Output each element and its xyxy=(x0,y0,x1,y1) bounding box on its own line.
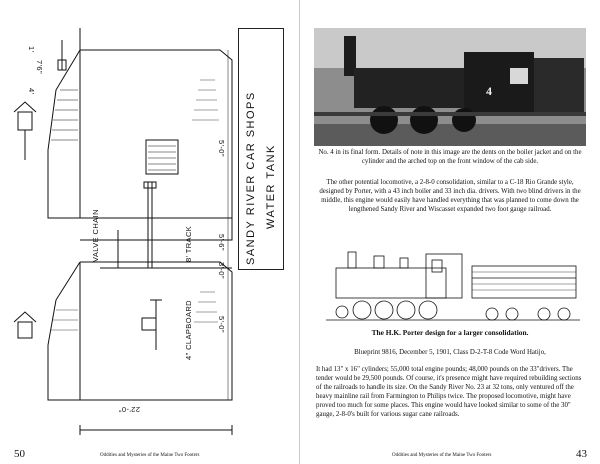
left-page-number: 50 xyxy=(14,448,25,460)
dimension-b: 5'-6" xyxy=(217,234,226,251)
left-page-footer: Oddities and Mysteries of the Maine Two … xyxy=(100,453,200,458)
dimension-c: 3'-0" xyxy=(217,262,226,279)
dimension-d: 5'-0" xyxy=(217,316,226,333)
drawing-title-box: SANDY RIVER CAR SHOPS WATER TANK xyxy=(238,28,284,270)
specs-paragraph: It had 13" x 16" cylinders; 55,000 total… xyxy=(316,366,582,418)
dimension-top-c: 4' xyxy=(27,88,36,95)
drawing-title-line2: WATER TANK xyxy=(265,144,277,229)
valve-chain-label: VALVE CHAIN xyxy=(91,209,100,262)
dimension-bottom: 22'-0" xyxy=(118,405,140,414)
dimension-top-a: 1' xyxy=(27,46,36,53)
body-paragraph: The other potential locomotive, a 2-8-0 … xyxy=(319,179,581,213)
dimension-top-b: 7'6" xyxy=(35,60,44,75)
dimension-a: 5'-0" xyxy=(217,140,226,157)
clapboard-label: 4" CLAPBOARD xyxy=(184,300,193,360)
photo-caption: No. 4 in its final form. Details of note… xyxy=(318,149,582,165)
porter-locomotive-drawing xyxy=(322,238,584,326)
right-page-number: 43 xyxy=(576,448,587,460)
water-tank-drawing xyxy=(13,28,233,435)
blueprint-line: Blueprint 9816, December 5, 1901, Class … xyxy=(354,349,546,356)
locomotive-photo: 4 xyxy=(314,28,586,146)
photo-engine-number: 4 xyxy=(486,84,492,98)
drawing-title-line1: SANDY RIVER CAR SHOPS xyxy=(245,91,257,265)
track-label: 8' TRACK xyxy=(184,225,193,262)
right-page-footer: Oddities and Mysteries of the Maine Two … xyxy=(392,453,492,458)
drawing-caption: The H.K. Porter design for a larger cons… xyxy=(371,328,529,337)
left-page: SANDY RIVER CAR SHOPS WATER TANK VALVE C… xyxy=(13,0,300,464)
